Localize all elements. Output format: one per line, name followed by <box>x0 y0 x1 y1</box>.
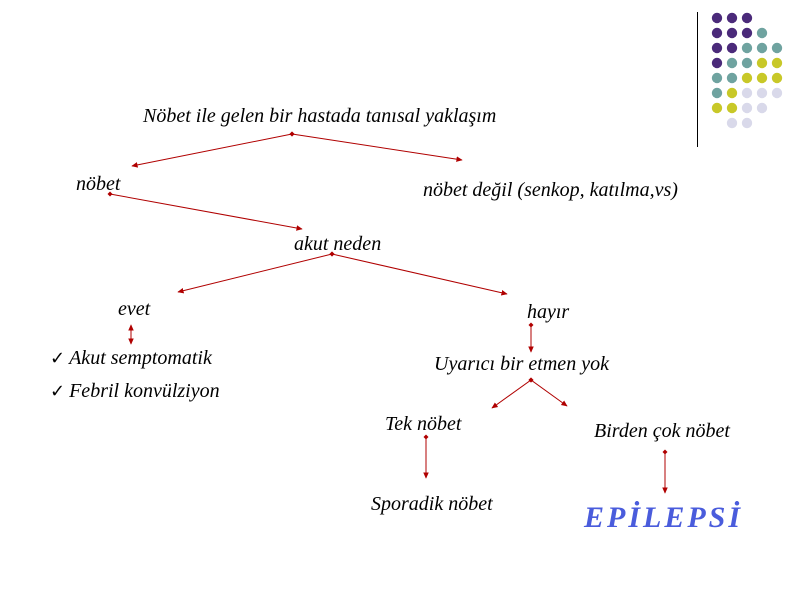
node-tek-nobet: Tek nöbet <box>385 413 462 435</box>
decorative-dot <box>741 42 753 54</box>
node-epilepsi: EPİLEPSİ <box>584 501 744 534</box>
node-birden-cok: Birden çok nöbet <box>594 420 730 442</box>
arrow-to-birden-cok <box>528 377 568 407</box>
decorative-dot <box>726 117 738 129</box>
node-nobet: nöbet <box>76 173 121 195</box>
decorative-dot <box>711 42 723 54</box>
checklist-item-label: Febril konvülziyon <box>69 380 220 402</box>
decorative-dot <box>756 42 768 54</box>
decorative-vertical-line <box>697 12 698 147</box>
arrow-to-akut-neden <box>107 191 303 231</box>
decorative-dot <box>726 42 738 54</box>
decorative-dot <box>711 102 723 114</box>
decorative-dot <box>741 72 753 84</box>
decorative-dot <box>741 57 753 69</box>
decorative-dot <box>726 102 738 114</box>
decorative-dot <box>771 87 783 99</box>
decorative-dot-grid <box>711 12 783 129</box>
decorative-dot <box>756 87 768 99</box>
checklist-item: ✓Febril konvülziyon <box>50 381 220 401</box>
arrow-to-hayir <box>329 251 508 296</box>
decorative-dot <box>741 117 753 129</box>
checkmark-icon: ✓ <box>50 348 66 369</box>
decorative-dot <box>711 12 723 24</box>
decorative-dot <box>711 72 723 84</box>
decorative-dot <box>771 57 783 69</box>
node-akut-neden: akut neden <box>294 233 382 255</box>
decorative-dot <box>741 87 753 99</box>
decorative-dot <box>741 102 753 114</box>
decorative-dot <box>771 72 783 84</box>
decorative-dot <box>741 12 753 24</box>
decorative-dot <box>726 87 738 99</box>
arrow-to-nobet <box>131 131 295 168</box>
arrow-to-nobet-degil <box>289 131 463 162</box>
node-nobet-degil: nöbet değil (senkop, katılma,vs) <box>423 179 678 201</box>
decorative-dot <box>726 57 738 69</box>
decorative-dot <box>726 12 738 24</box>
decorative-dot <box>711 27 723 39</box>
decorative-dot <box>726 27 738 39</box>
decorative-dot <box>771 42 783 54</box>
arrow-to-evet <box>177 251 335 294</box>
decorative-dot <box>756 27 768 39</box>
node-evet: evet <box>118 298 151 320</box>
node-uyarici: Uyarıcı bir etmen yok <box>434 353 609 375</box>
node-sporadik: Sporadik nöbet <box>371 493 493 515</box>
checklist-item-label: Akut semptomatik <box>69 347 212 369</box>
decorative-dot <box>711 57 723 69</box>
decorative-dot <box>741 27 753 39</box>
decorative-dot <box>756 102 768 114</box>
decorative-dot <box>756 72 768 84</box>
decorative-dot <box>711 87 723 99</box>
decorative-dot <box>756 57 768 69</box>
checkmark-icon: ✓ <box>50 381 66 402</box>
arrow-to-tek-nobet <box>491 377 534 409</box>
node-hayir: hayır <box>527 301 570 323</box>
decorative-dot <box>726 72 738 84</box>
diagram-title: Nöbet ile gelen bir hastada tanısal yakl… <box>143 105 497 127</box>
checklist-item: ✓Akut semptomatik <box>50 348 212 368</box>
